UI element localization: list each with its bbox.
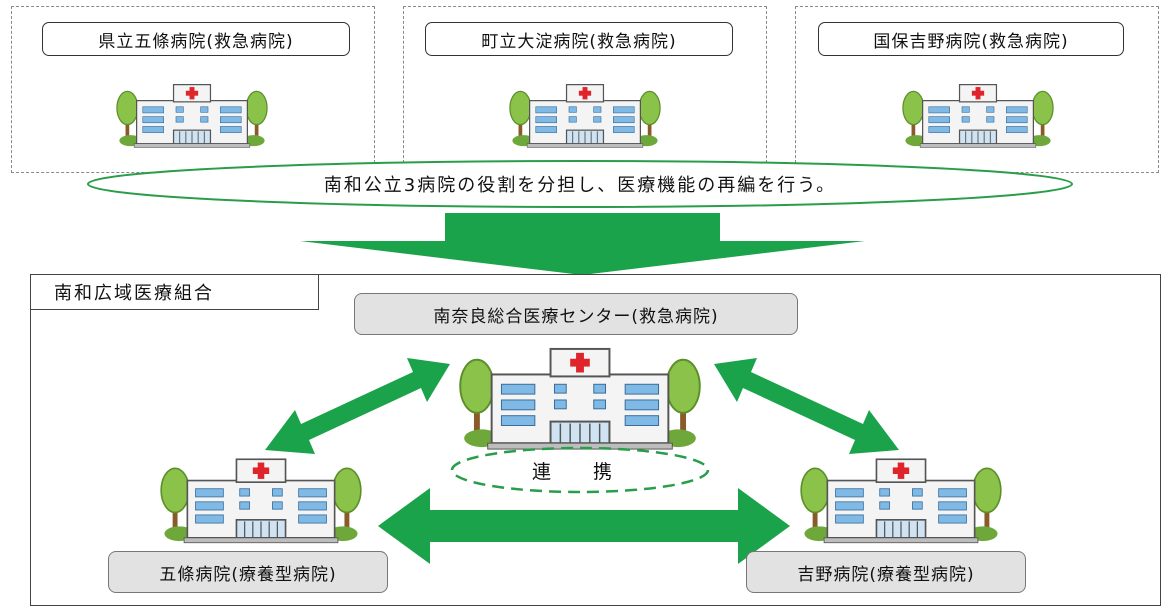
double-arrow-icon	[378, 488, 790, 564]
double-arrow-icon	[714, 358, 899, 454]
top-hospital-label-gojo: 県立五條病院(救急病院)	[42, 22, 350, 56]
cooperation-label: 連 携	[531, 460, 631, 483]
hospital-building-icon	[150, 456, 372, 546]
top-hospital-label-oyodo: 町立大淀病院(救急病院)	[425, 22, 733, 56]
union-title: 南和広域医療組合	[30, 274, 319, 310]
left-hospital-label: 五條病院(療養型病院)	[108, 551, 388, 593]
hospital-building-icon	[898, 82, 1058, 150]
reorganization-ellipse	[87, 160, 1073, 208]
hospital-building-icon	[112, 82, 272, 150]
top-hospital-label-yoshino: 国保吉野病院(救急病院)	[818, 22, 1124, 56]
down-arrow-icon	[300, 213, 865, 275]
reorganization-text: 南和公立3病院の役割を分担し、医療機能の再編を行う。	[323, 175, 837, 196]
double-arrow-icon	[265, 358, 450, 454]
cooperation-ellipse	[450, 446, 710, 494]
hospital-building-icon	[790, 456, 1012, 546]
right-hospital-label: 吉野病院(療養型病院)	[746, 551, 1026, 593]
hospital-building-icon	[505, 82, 665, 150]
center-hospital-label: 南奈良総合医療センター(救急病院)	[354, 293, 798, 335]
hospital-building-icon	[448, 345, 712, 453]
